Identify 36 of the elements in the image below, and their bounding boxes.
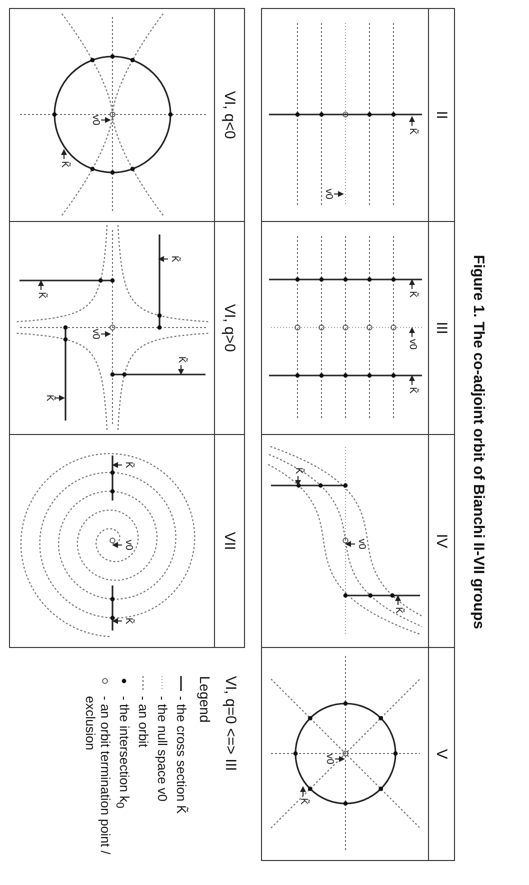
note-text: VI, q=0 <=> III [222,676,239,772]
symbol-label: K̃ [123,618,133,624]
legend-heading: Legend [197,676,213,723]
legend-text: - an orbit [136,696,151,750]
symbol-label: v0 [123,540,133,550]
panel-header: VII [214,435,244,647]
symbol-label: K̃ [176,356,186,363]
symbol-label: K̃ [59,161,69,168]
symbol-label: v0 [407,339,417,350]
symbol-label: v0 [324,754,334,764]
legend-text: - an orbit termination point / exclusion [83,696,113,856]
symbol-label: K̃ [44,394,54,402]
symbol-label: v0 [90,328,100,340]
symbol-label: v0 [90,114,100,126]
symbol-label: K̃ [298,798,308,805]
panel [261,8,455,222]
symbol-label: K̃ [36,292,46,299]
symbol-label: K̃ [393,607,403,614]
panel-header: V [428,648,454,860]
figure-title: Figure 1. The co-adjoint orbit of Bianchi II-VII groups [470,254,487,630]
panel [261,434,455,648]
symbol-label: v0 [356,538,366,550]
symbol-label: K̃ [293,467,303,474]
panel [9,221,245,435]
symbol-label: K̃ [407,387,417,394]
legend-text: - the cross section K̃ [174,696,189,816]
panel [9,8,245,222]
symbol-label: v0 [323,188,333,200]
symbol-label: K̃ [407,291,417,298]
panel [9,434,245,648]
panel [261,647,455,861]
symbol-label: K̃ [169,256,179,262]
panel [261,221,455,435]
legend-text: - the null space v0 [155,696,170,804]
symbol-label: K̃ [123,462,133,468]
symbol-label: K̃ [407,128,417,135]
